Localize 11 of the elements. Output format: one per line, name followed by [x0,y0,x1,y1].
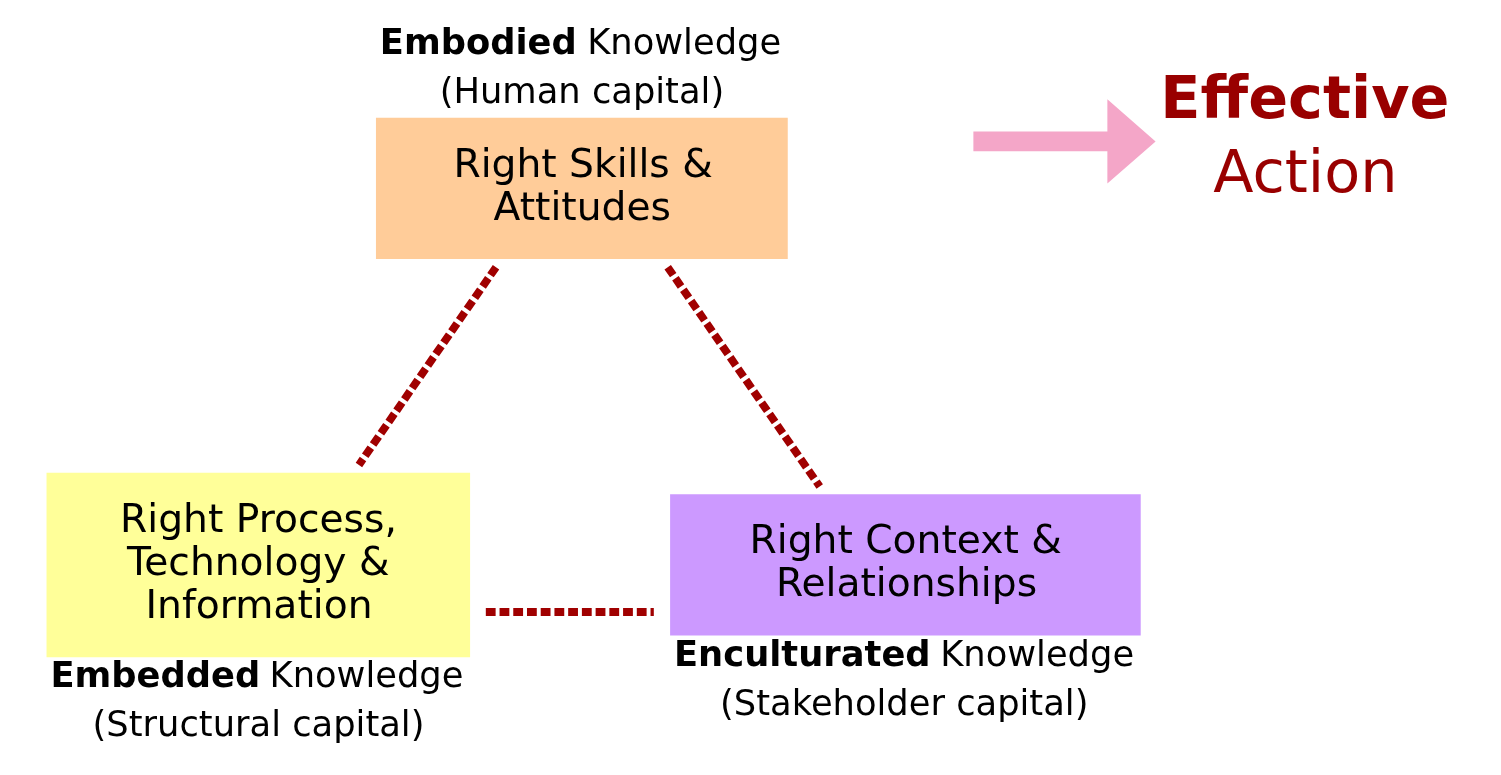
node-text: Effective Action [1160,62,1450,207]
node-box: Right Skills & Attitudes [375,117,788,260]
node-box: Right Context & Relationships [670,494,1141,636]
connector [355,264,500,468]
node-label: (Human capital) [439,69,725,111]
connector [664,264,823,489]
node-label: (Stakeholder capital) [720,681,1089,723]
node-label: Embodied Knowledge [379,20,782,62]
node-label: (Structural capital) [92,703,425,745]
arrow [973,99,1156,184]
node-box: Right Process, Technology & Information [46,472,471,658]
